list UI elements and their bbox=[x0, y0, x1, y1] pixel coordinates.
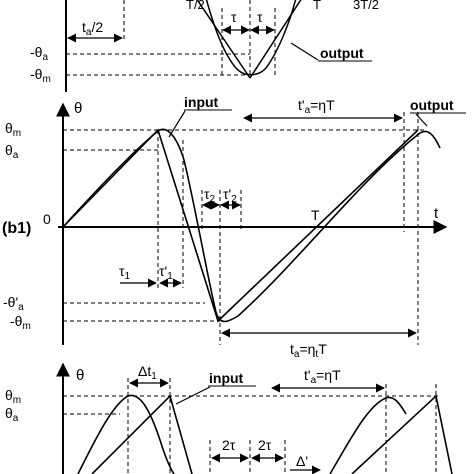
b1-tau2-label: τ2 bbox=[204, 186, 216, 205]
b1-neg-theta-m-label: -θm bbox=[10, 313, 31, 332]
top-T-label: T bbox=[313, 0, 321, 12]
b1-t-axis-label: t bbox=[434, 205, 439, 222]
b1-input-waveform bbox=[62, 128, 419, 323]
b1-T-label: T bbox=[311, 207, 320, 223]
b1-zero-label: 0 bbox=[43, 211, 51, 227]
b2-input-next bbox=[351, 394, 453, 474]
b1-input-label: input bbox=[184, 94, 219, 110]
top-input-right-line bbox=[249, 0, 302, 79]
b2-input-leader bbox=[175, 386, 211, 405]
b1-panel-label: (b1) bbox=[2, 220, 31, 237]
b1-tau2p-label: τ'2 bbox=[223, 186, 237, 205]
b2-output-next bbox=[329, 396, 407, 474]
b2-output-waveform bbox=[77, 394, 175, 474]
b1-neg-theta-pa-label: -θ'a bbox=[3, 294, 24, 313]
b1-theta-m-label: θm bbox=[5, 120, 21, 139]
top-input-left-line bbox=[196, 0, 251, 79]
b1-tau1p-label: τ'1 bbox=[159, 263, 173, 282]
b2-input-label: input bbox=[209, 370, 244, 386]
b1-theta-a-label: θa bbox=[5, 142, 19, 161]
top-ta-half-label: ta/2 bbox=[82, 19, 103, 38]
b1-t-prime-a-label: t'a=ηT bbox=[298, 97, 335, 116]
top-output-curve bbox=[205, 0, 297, 76]
top-neg-theta-a-label: -θa bbox=[30, 44, 48, 63]
b2-theta-m-label: θm bbox=[5, 387, 21, 406]
b2-input-waveform bbox=[91, 394, 193, 474]
b2-2tau-right-label: 2τ bbox=[258, 437, 272, 453]
b2-t-prime-a-label: t'a=ηT bbox=[304, 367, 341, 386]
top-panel: ta/2 τ τ T/2 T 3T/2 -θa -θm output bbox=[30, 0, 379, 92]
b2-delta-t1-label: Δt1 bbox=[138, 363, 157, 382]
top-tau-right-label: τ bbox=[257, 9, 263, 25]
top-neg-theta-m-label: -θm bbox=[30, 66, 51, 85]
top-output-label: output bbox=[320, 45, 364, 61]
panel-b2: θ θm θa Δt1 input t'a=ηT 2τ 2τ Δ' bbox=[5, 362, 453, 474]
b1-input-leader bbox=[168, 110, 186, 138]
b1-output-label: output bbox=[410, 97, 454, 113]
top-T-half-label: T/2 bbox=[186, 0, 205, 12]
b1-tau1-label: τ1 bbox=[119, 263, 131, 282]
b2-theta-axis-label: θ bbox=[76, 367, 84, 384]
top-3T-half-label: 3T/2 bbox=[353, 0, 379, 12]
b1-output-leader bbox=[415, 113, 428, 127]
b1-theta-axis-label: θ bbox=[74, 100, 82, 117]
panel-b1: θ t (b1) θm θa 0 -θ'a -θm T input output bbox=[2, 94, 466, 360]
top-output-leader bbox=[290, 42, 319, 61]
b1-output-waveform bbox=[62, 128, 441, 323]
b1-t-a-label: ta=ηtT bbox=[290, 341, 327, 360]
top-tau-left-label: τ bbox=[231, 9, 237, 25]
b2-delta-prime-label: Δ' bbox=[296, 453, 308, 469]
b2-theta-a-label: θa bbox=[5, 405, 19, 424]
b2-2tau-left-label: 2τ bbox=[222, 437, 236, 453]
